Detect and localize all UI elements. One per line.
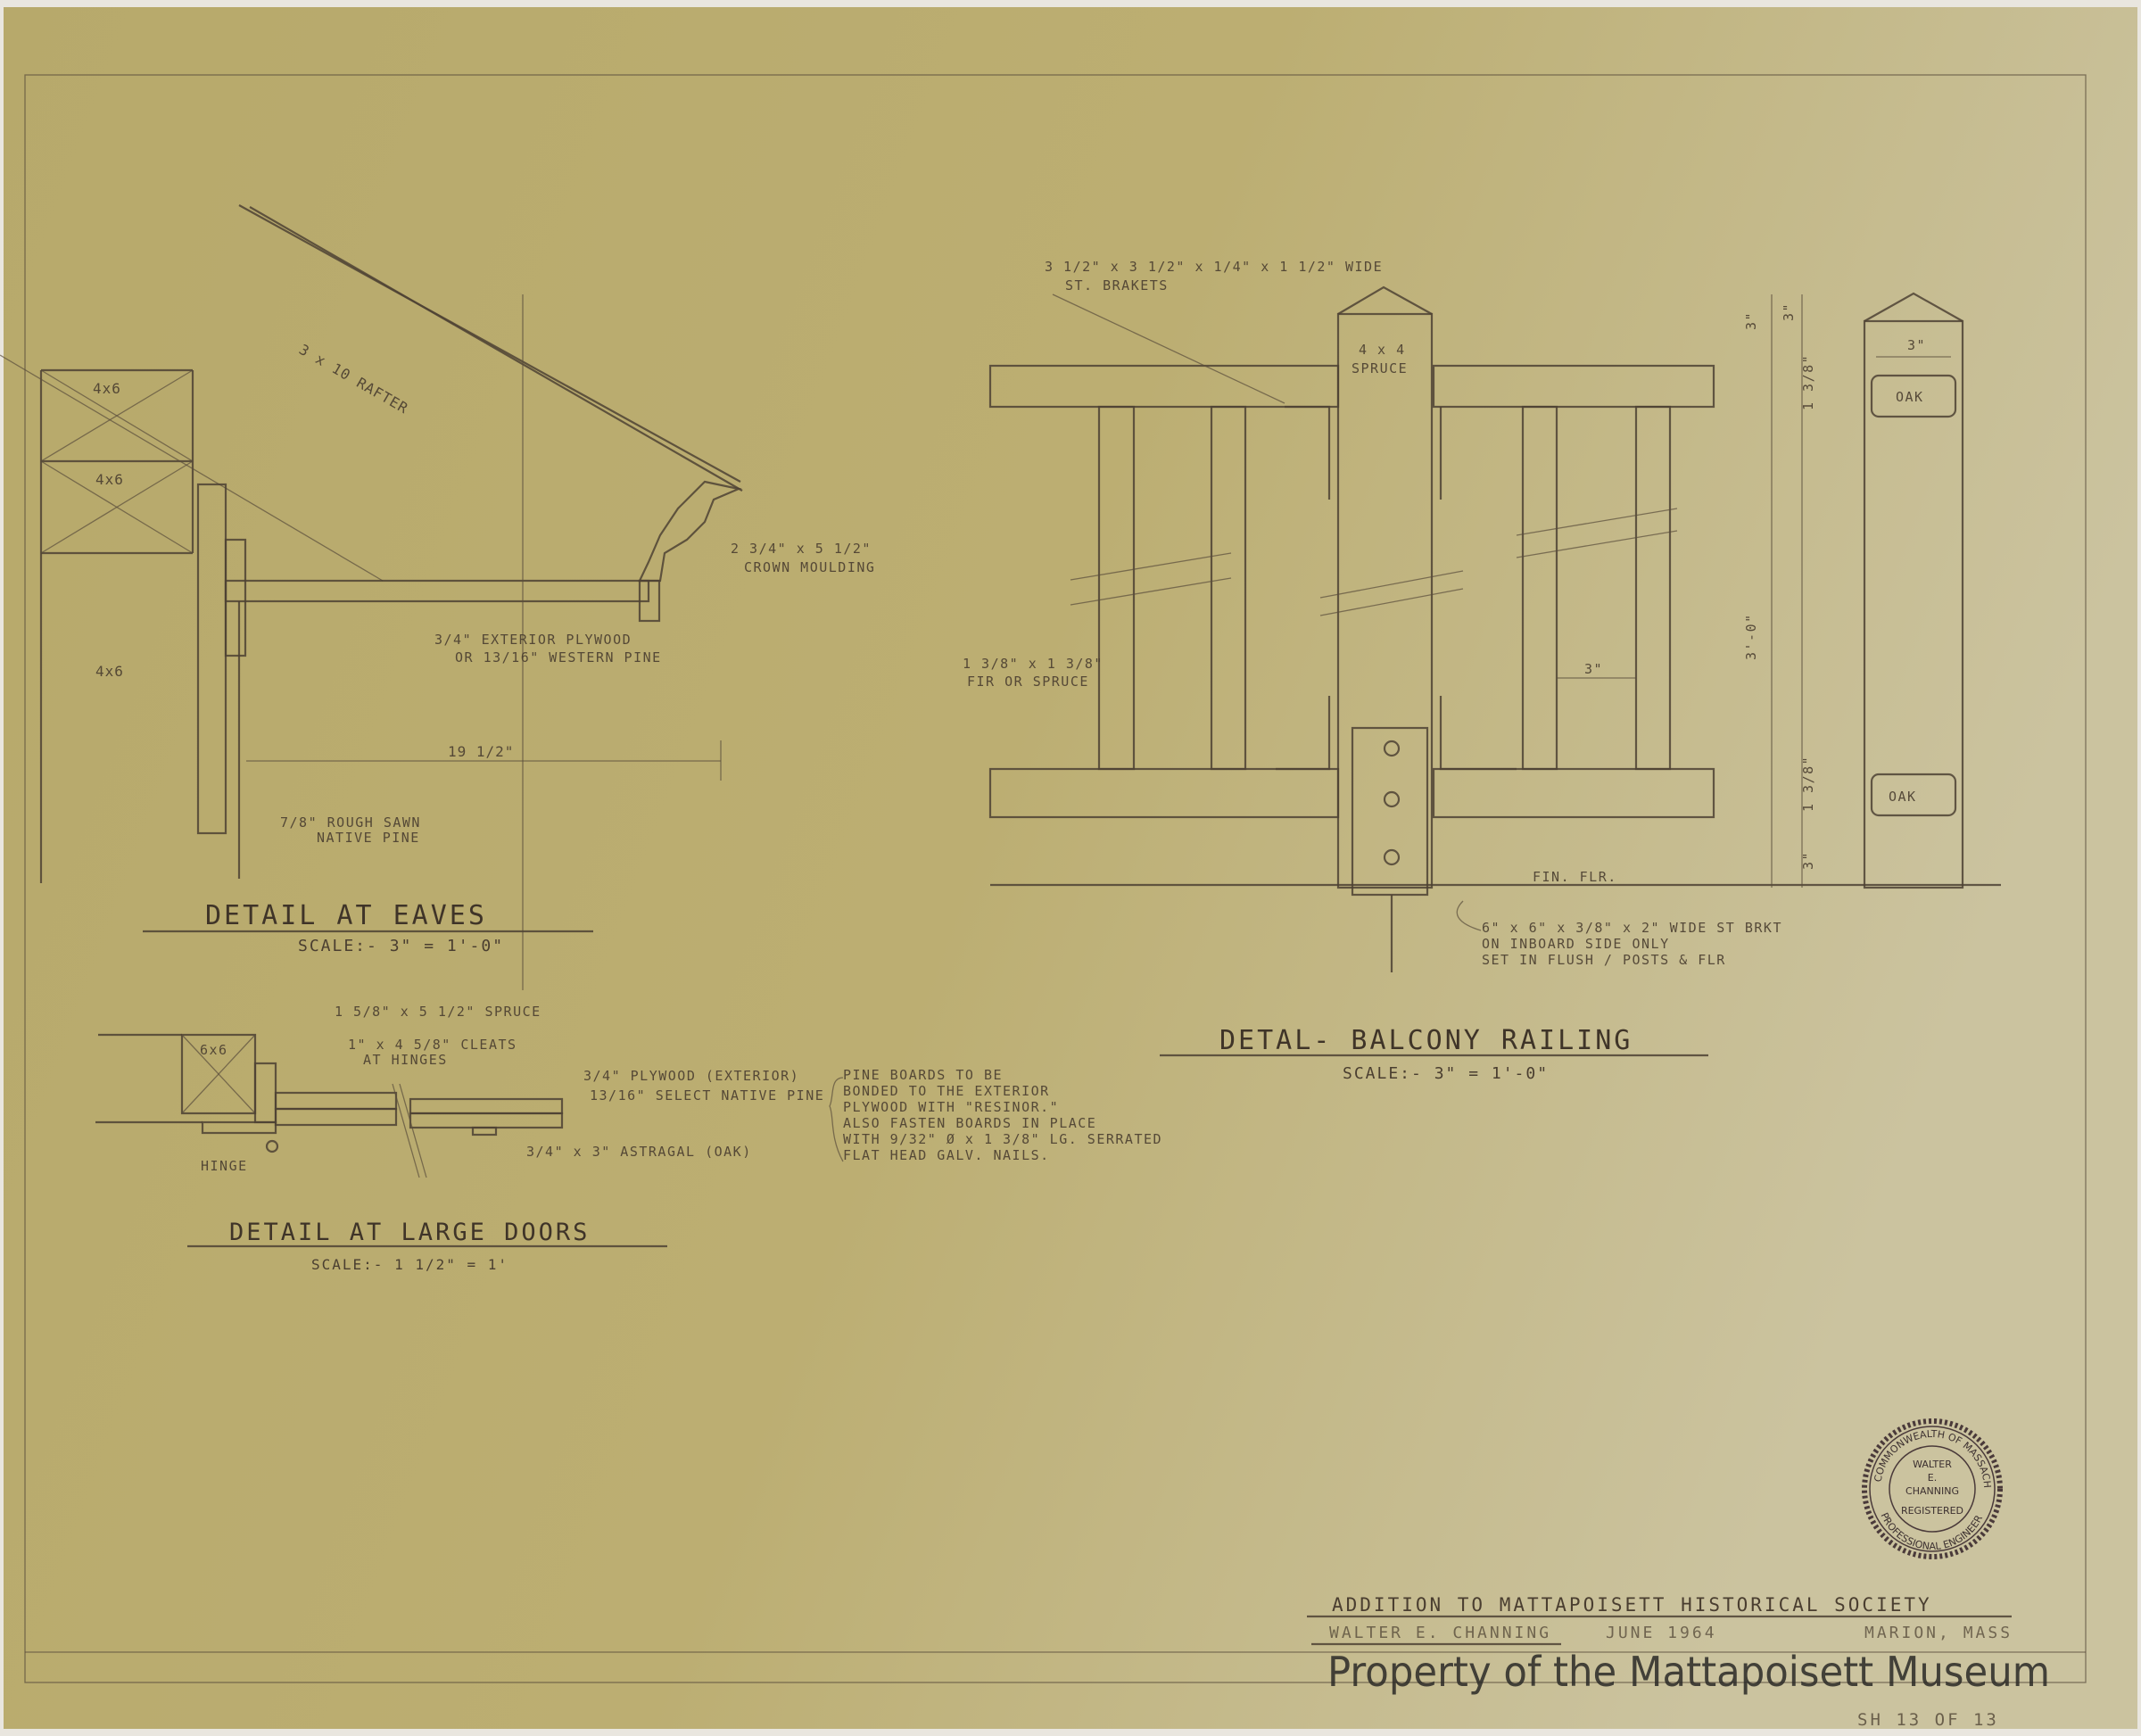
- plate-note: 6" x 6" x 3/8" x 2" WIDE ST BRKT: [1482, 920, 1782, 936]
- siding-label: 7/8" ROUGH SAWN: [280, 814, 421, 831]
- note-line: WITH 9/32" Ø x 1 3/8" LG. SERRATED: [843, 1131, 1162, 1147]
- dim-label: 3": [1800, 851, 1816, 870]
- post-label: 4 x 4: [1359, 342, 1406, 358]
- seal-name: E.: [1928, 1472, 1937, 1484]
- oak-label: OAK: [1889, 789, 1917, 805]
- plate-note: ON INBOARD SIDE ONLY: [1482, 936, 1670, 952]
- detail-large-doors: 6x6 1 5/8" x 5 1/2" SPRUCE 1" x 4 5/8" C…: [95, 1004, 1162, 1273]
- plate-note: SET IN FLUSH / POSTS & FLR: [1482, 952, 1726, 968]
- detail-balcony-railing: 3" OAK OAK 3" 3" 3'-0" 1 3/8" 1 3/8" 3" …: [963, 259, 2001, 1083]
- plywood-label: 3/4" PLYWOOD (EXTERIOR): [583, 1068, 799, 1084]
- side-width-label: 3": [1907, 337, 1926, 353]
- dim-label: 1 3/8": [1800, 354, 1816, 410]
- note-line: ALSO FASTEN BOARDS IN PLACE: [843, 1115, 1096, 1131]
- spruce-label: 1 5/8" x 5 1/2" SPRUCE: [335, 1004, 541, 1020]
- floor-label: FIN. FLR.: [1533, 869, 1617, 885]
- post-label: 4x6: [95, 471, 124, 488]
- eaves-title: DETAIL AT EAVES: [205, 900, 487, 931]
- engineer-name: WALTER E. CHANNING: [1329, 1624, 1551, 1642]
- dim-label: 3": [1743, 311, 1759, 330]
- balcony-scale: SCALE:- 3" = 1'-0": [1343, 1064, 1549, 1083]
- note-line: BONDED TO THE EXTERIOR: [843, 1083, 1050, 1099]
- drawing-date: JUNE 1964: [1606, 1624, 1717, 1642]
- location: MARION, MASS: [1864, 1624, 2013, 1642]
- pine-label: 13/16" SELECT NATIVE PINE: [590, 1087, 824, 1104]
- crown-label: CROWN MOULDING: [744, 559, 875, 575]
- cleats-label: AT HINGES: [363, 1052, 448, 1068]
- dim-label: 1 3/8": [1800, 756, 1816, 812]
- seal-name: CHANNING: [1905, 1485, 1959, 1497]
- dim-label: 3": [1781, 302, 1797, 321]
- seal-registered: REGISTERED: [1901, 1505, 1963, 1517]
- watermark: Property of the Mattapoisett Museum: [1327, 1648, 2050, 1696]
- sheet-border: [24, 74, 2087, 1683]
- dim-label: 3'-0": [1743, 613, 1759, 660]
- post-label: 4x6: [95, 663, 124, 680]
- plywood-label: 3/4" EXTERIOR PLYWOOD: [434, 632, 632, 648]
- doors-scale: SCALE:- 1 1/2" = 1': [311, 1256, 508, 1273]
- note-line: FLAT HEAD GALV. NAILS.: [843, 1147, 1050, 1163]
- eaves-scale: SCALE:- 3" = 1'-0": [298, 937, 504, 955]
- post-label: SPRUCE: [1352, 360, 1408, 376]
- seal-name: WALTER: [1913, 1459, 1952, 1470]
- sheet-number: SH 13 OF 13: [1857, 1710, 1999, 1730]
- spacing-label: 3": [1584, 661, 1603, 677]
- siding-label: NATIVE PINE: [317, 830, 420, 846]
- title-block: ADDITION TO MATTAPOISETT HISTORICAL SOCI…: [1307, 1594, 2013, 1730]
- post-label: 4x6: [93, 380, 121, 397]
- astragal-label: 3/4" x 3" ASTRAGAL (OAK): [526, 1144, 752, 1160]
- post-label: 6x6: [200, 1042, 228, 1058]
- note-line: PINE BOARDS TO BE: [843, 1067, 1003, 1083]
- detail-eaves: 4x6 4x6 4x6 3 x 10 RAFTER 2 3/4" x 5 1/2…: [0, 204, 875, 990]
- brackets-label: 3 1/2" x 3 1/2" x 1/4" x 1 1/2" WIDE: [1045, 259, 1383, 275]
- hinge-label: HINGE: [201, 1158, 248, 1174]
- dimension-label: 19 1/2": [448, 743, 514, 760]
- oak-label: OAK: [1896, 389, 1924, 405]
- cleats-label: 1" x 4 5/8" CLEATS: [348, 1037, 517, 1053]
- paper: [4, 7, 2137, 1729]
- doors-title: DETAIL AT LARGE DOORS: [229, 1219, 590, 1246]
- brackets-label: ST. BRAKETS: [1065, 277, 1169, 293]
- plywood-label: OR 13/16" WESTERN PINE: [455, 649, 662, 665]
- balcony-title: DETAL- BALCONY RAILING: [1219, 1025, 1633, 1056]
- note-line: PLYWOOD WITH "RESINOR.": [843, 1099, 1059, 1115]
- project-title: ADDITION TO MATTAPOISETT HISTORICAL SOCI…: [1332, 1594, 1932, 1616]
- baluster-label: FIR OR SPRUCE: [967, 674, 1089, 690]
- crown-label: 2 3/4" x 5 1/2": [731, 541, 872, 557]
- baluster-label: 1 3/8" x 1 3/8": [963, 656, 1104, 672]
